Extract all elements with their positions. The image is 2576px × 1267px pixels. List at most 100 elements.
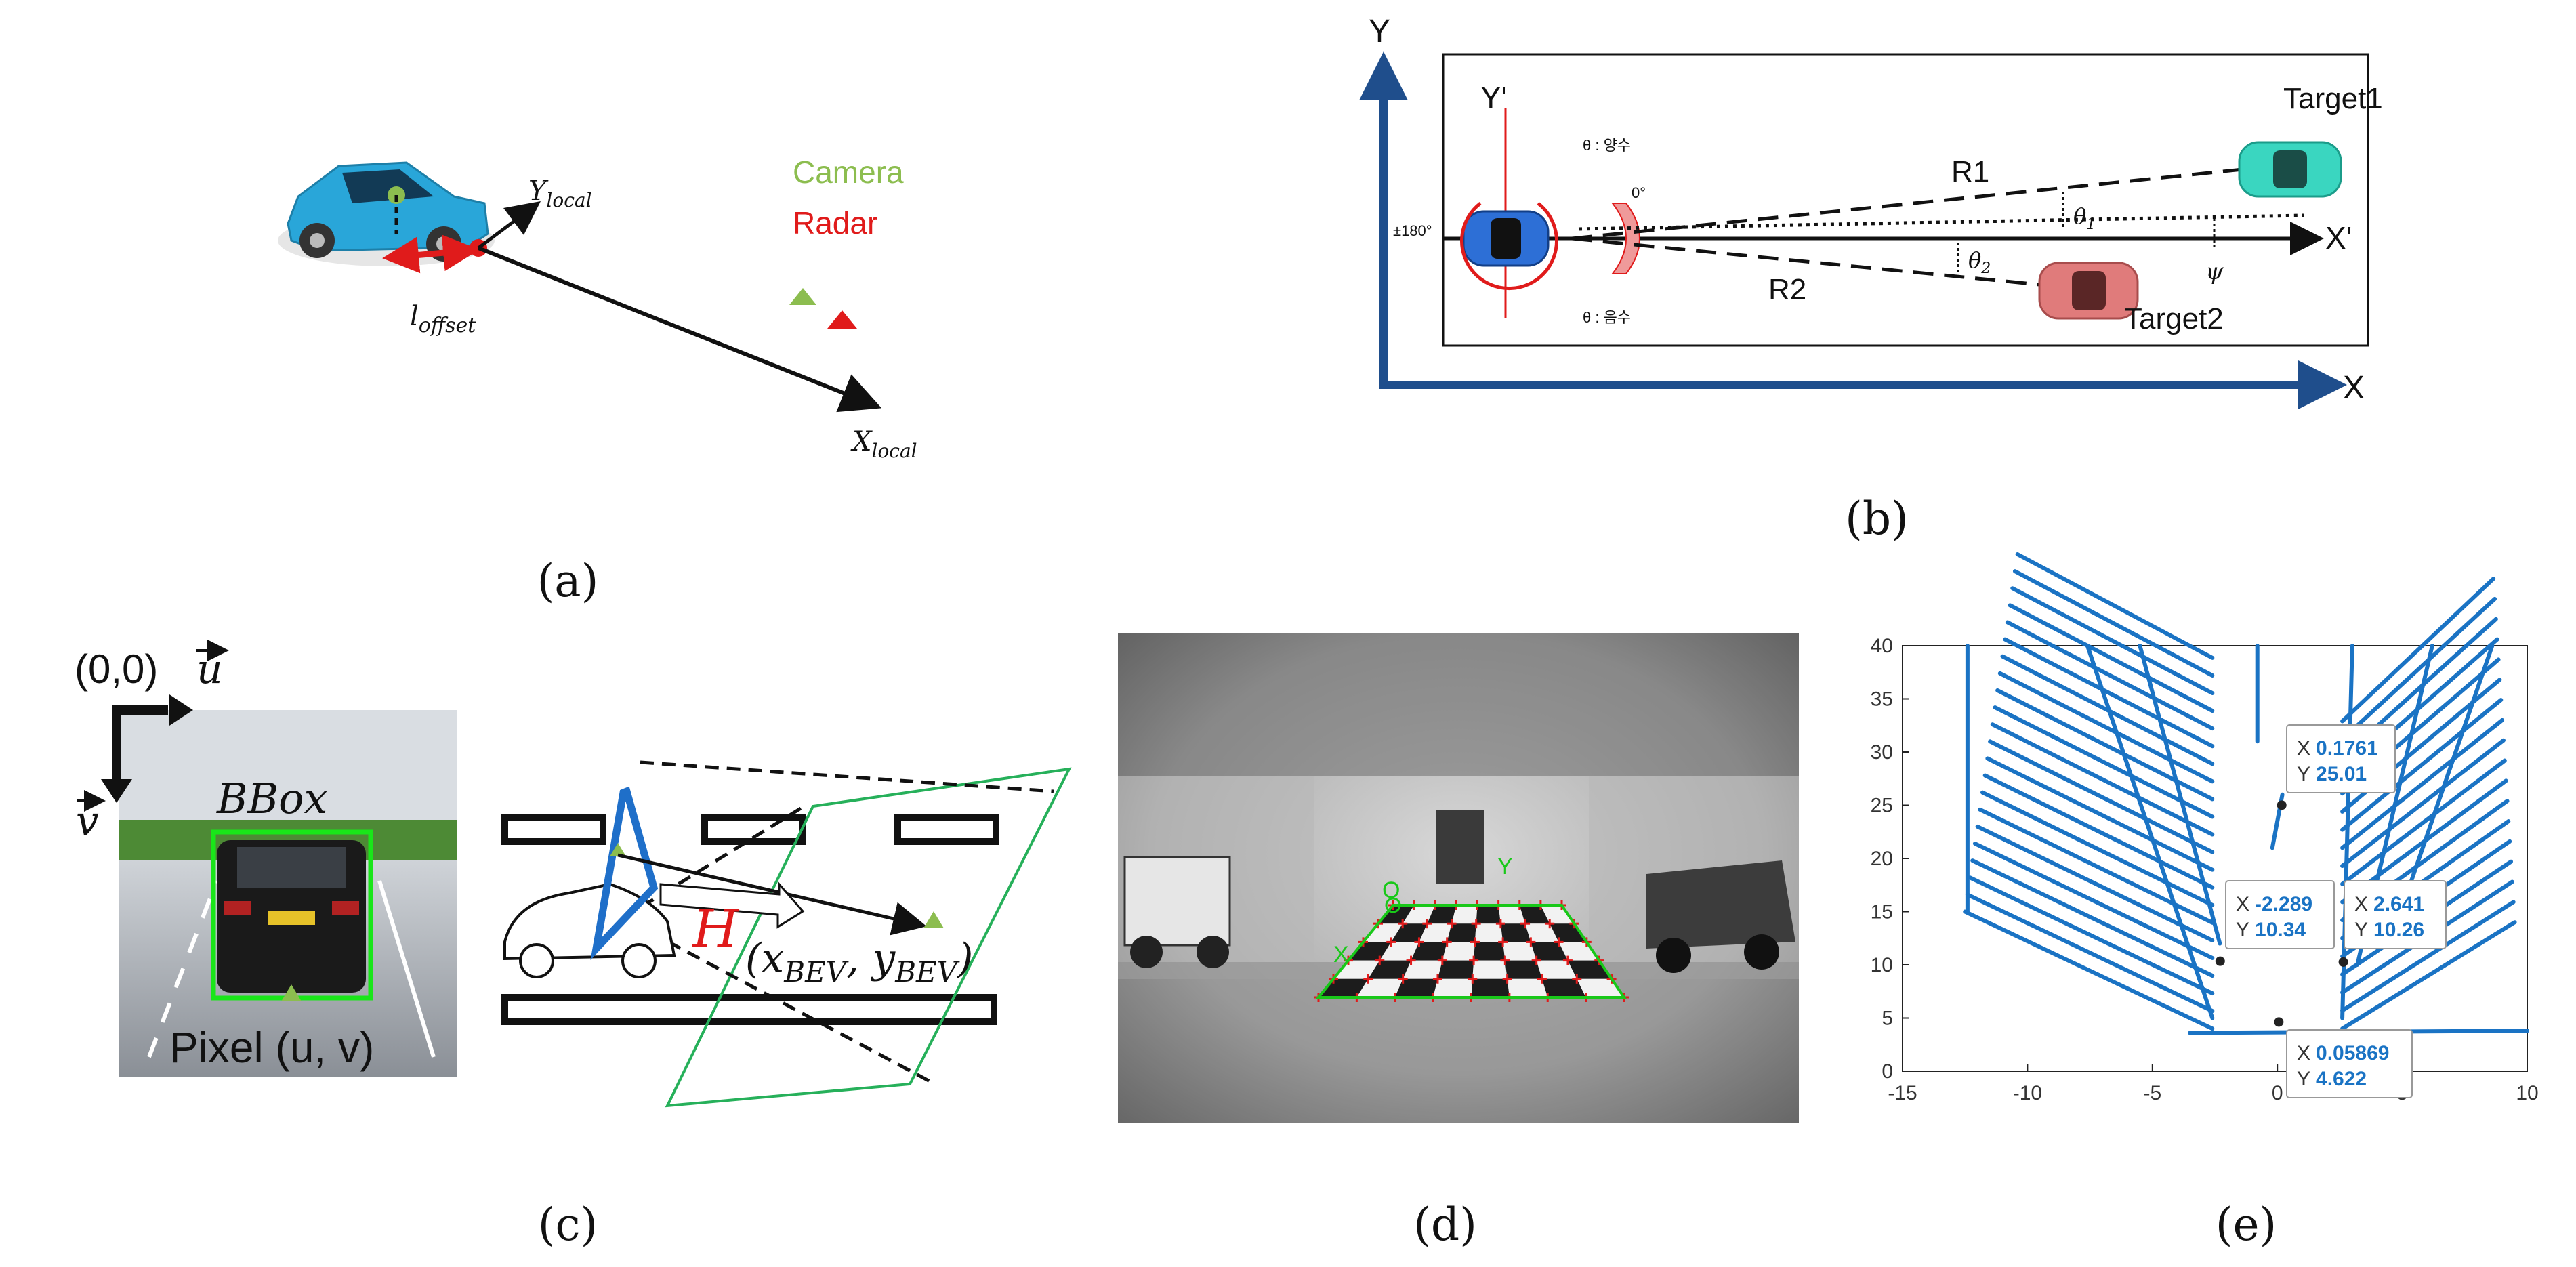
- caption-e: (e): [2216, 1199, 2277, 1251]
- checker-square: [1379, 942, 1419, 961]
- target1-label: Target1: [2283, 82, 2383, 115]
- parking-slot-middle: [701, 814, 806, 845]
- parking-slot-bottom: [501, 994, 997, 1025]
- x-tick-label: -5: [2143, 1082, 2161, 1104]
- tip1-x-value: 0.1761: [2316, 737, 2378, 760]
- svg-text:X0.1761: X 0.1761: [2297, 737, 2378, 760]
- tip1-x-label: X: [2297, 737, 2310, 760]
- checker-square: [1363, 923, 1403, 942]
- ego-vehicle-icon: [1462, 210, 1550, 267]
- tip4-y-label: Y: [2297, 1068, 2310, 1090]
- local-x-label: X': [2325, 220, 2352, 255]
- point-cloud-segment: [2138, 644, 2222, 946]
- checker-square: [1519, 905, 1550, 924]
- suv-icon: [1646, 860, 1795, 973]
- fov-dashed-left: [622, 803, 808, 920]
- bev-plane: [665, 767, 1072, 1108]
- theta2-label: θ: [1968, 247, 1981, 273]
- point-cloud-segment: [2340, 718, 2505, 850]
- photo-doorway: [1436, 810, 1484, 884]
- y-tick-label: 25: [1871, 795, 1893, 817]
- r2-label: R2: [1768, 273, 1806, 306]
- marked-point: [2274, 1017, 2284, 1027]
- tip3-x-label: X: [2354, 893, 2368, 915]
- l-offset-sub: offset: [419, 314, 476, 337]
- y-tick-label: 5: [1882, 1008, 1893, 1030]
- v-vector-label: v: [76, 797, 99, 845]
- point-cloud-segment: [1965, 892, 2215, 1014]
- radar-beam-icon: [1611, 203, 1640, 274]
- heading-dotted-line: [1578, 213, 2304, 231]
- x-tick-label: -10: [2013, 1082, 2042, 1104]
- checker-square: [1474, 923, 1503, 942]
- theta-negative-label: θ : 음수: [1583, 309, 1631, 326]
- theta2-sub: 2: [1980, 260, 1991, 277]
- radar-frame: [1442, 53, 2369, 347]
- svg-text:X0.05869: X0.05869: [2297, 1042, 2389, 1064]
- origin-marker: [1385, 897, 1401, 913]
- psi-label: ψ: [2205, 258, 2224, 285]
- y-tick-label: 35: [1871, 688, 1893, 711]
- svg-text:Ylocal: Ylocal: [528, 175, 592, 211]
- x-local-sub: local: [871, 440, 917, 462]
- checker-square: [1447, 923, 1476, 942]
- point-cloud-segment: [1970, 858, 2215, 978]
- marked-point: [2215, 956, 2225, 966]
- tip4-x-label: X: [2297, 1042, 2310, 1064]
- projection-arrow: [617, 853, 927, 936]
- global-x-label: X: [2343, 370, 2365, 406]
- point-cloud-segment: [2015, 552, 2215, 660]
- point-cloud-segment: [2340, 698, 2504, 832]
- checker-square: [1471, 978, 1510, 997]
- point-cloud-segment: [2340, 920, 2517, 1031]
- bev-close-paren: ): [956, 935, 973, 982]
- checker-square: [1474, 942, 1505, 961]
- golf-cart-icon: [1123, 856, 1231, 968]
- angle-180-label: ±180°: [1393, 222, 1432, 239]
- x-local-axis: [477, 246, 882, 413]
- x-tick-label: -15: [1888, 1082, 1917, 1104]
- panel-d: O X Y (d): [1118, 634, 1799, 1251]
- checker-square: [1403, 960, 1442, 979]
- caption-d: (d): [1413, 1199, 1477, 1251]
- svg-text:Y4.622: Y4.622: [2297, 1068, 2367, 1090]
- local-y-label: Y': [1480, 80, 1507, 115]
- radar-legend-marker: [827, 310, 857, 329]
- global-y-label: Y: [1369, 14, 1390, 49]
- point-cloud-segment: [1982, 773, 2215, 890]
- tip1-y-value: 25.01: [2316, 763, 2367, 785]
- tip3-x-value: 2.641: [2373, 893, 2424, 915]
- v-axis-arrowhead: [101, 779, 132, 803]
- checker-square: [1437, 960, 1474, 979]
- pixel-point-marker: [281, 984, 302, 1001]
- svg-text:loffset: loffset: [410, 301, 476, 337]
- u-axis-arrowhead: [169, 694, 193, 726]
- panel-a: Ylocal Xlocal loffset Camera Radar (a): [278, 154, 917, 607]
- y-local-label: Y: [528, 175, 549, 207]
- point-cloud-segment: [2340, 644, 2354, 1020]
- pixel-label: Pixel (u, v): [169, 1023, 374, 1072]
- bbox-label: BBox: [216, 774, 327, 823]
- point-cloud-segment: [1993, 705, 2215, 819]
- bev-y-sub: BEV: [894, 955, 960, 989]
- tip1-y-label: Y: [2297, 763, 2310, 785]
- x-tick-label: 10: [2516, 1082, 2538, 1104]
- offset-arrow: [382, 234, 480, 274]
- angle-0-label: 0°: [1632, 184, 1646, 201]
- svg-text:(xBEV, yBEV): (xBEV, yBEV): [745, 935, 973, 989]
- svg-text:Y10.34: Y 10.34: [2236, 919, 2306, 941]
- svg-text:θ2: θ2: [1968, 247, 1991, 277]
- point-cloud-segment: [2340, 738, 2506, 868]
- point-cloud-segment: [1975, 824, 2215, 942]
- bev-comma: ,: [846, 935, 872, 982]
- homography-label: H: [691, 899, 740, 960]
- tip2-y-label: Y: [2236, 919, 2249, 941]
- point-cloud-segment: [2340, 900, 2516, 1013]
- theta1-label: θ: [2073, 203, 2086, 229]
- tip2-y-value: 10.34: [2255, 919, 2306, 941]
- tip2-x-label: X: [2236, 893, 2249, 915]
- camera-image: [119, 710, 457, 1077]
